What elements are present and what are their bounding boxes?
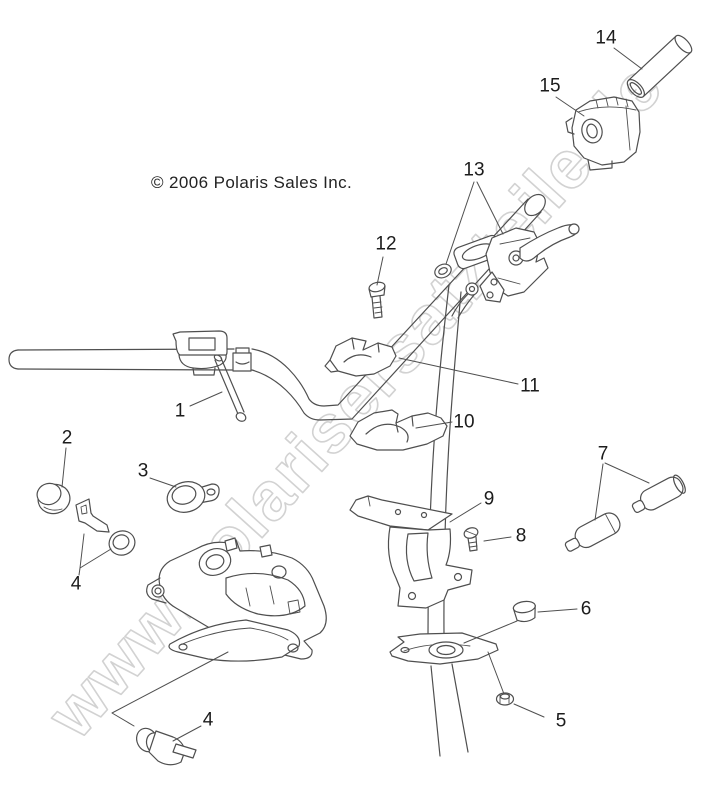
callout-9: 9 [483,488,495,510]
retainer-ring-drawing [108,530,136,556]
grip-tube-drawing [626,34,693,98]
callout-13: 13 [463,159,485,181]
handlebar-clamp-lower-drawing [349,409,448,451]
leader-lines [61,47,650,742]
headlight-pod-drawing [146,537,327,662]
rubber-cap-drawing [512,600,536,623]
callout-4: 4 [70,573,82,595]
callout-4b: 4 [202,709,214,731]
callout-10: 10 [453,411,475,433]
handlebar-drawing [8,193,546,421]
bulb-cylinder-lower-drawing [564,512,621,552]
bolt-drawing [368,281,386,319]
support-bracket-drawing [349,495,473,609]
screw-drawing [463,527,479,552]
bulb-socket-drawing [136,727,197,766]
callout-11: 11 [520,375,540,397]
callout-15: 15 [539,75,561,97]
bar-end-rod-drawing [213,354,247,422]
callout-5: 5 [555,710,567,732]
callout-7: 7 [597,443,609,465]
bulb-cylinder-upper-drawing [631,474,686,513]
callout-6: 6 [580,598,592,620]
callout-1: 1 [174,400,186,422]
callout-14: 14 [595,27,617,49]
steering-plate-drawing [389,632,499,665]
cap-knob-drawing [36,482,71,515]
grommet-drawing [166,481,220,513]
bar-collar-drawing [232,347,252,372]
callout-3: 3 [137,460,149,482]
nut-drawing [495,692,515,706]
handlebar-clamp-upper-drawing [324,337,397,377]
callout-8: 8 [515,525,527,547]
retainer-key-drawing [75,498,110,533]
copyright-text: © 2006 Polaris Sales Inc. [151,173,353,192]
switch-housing-drawing [565,96,641,171]
brake-master-cylinder-drawing [434,223,580,319]
callout-12: 12 [375,233,397,255]
callout-2: 2 [61,427,73,449]
steering-stem-drawing [430,663,469,757]
